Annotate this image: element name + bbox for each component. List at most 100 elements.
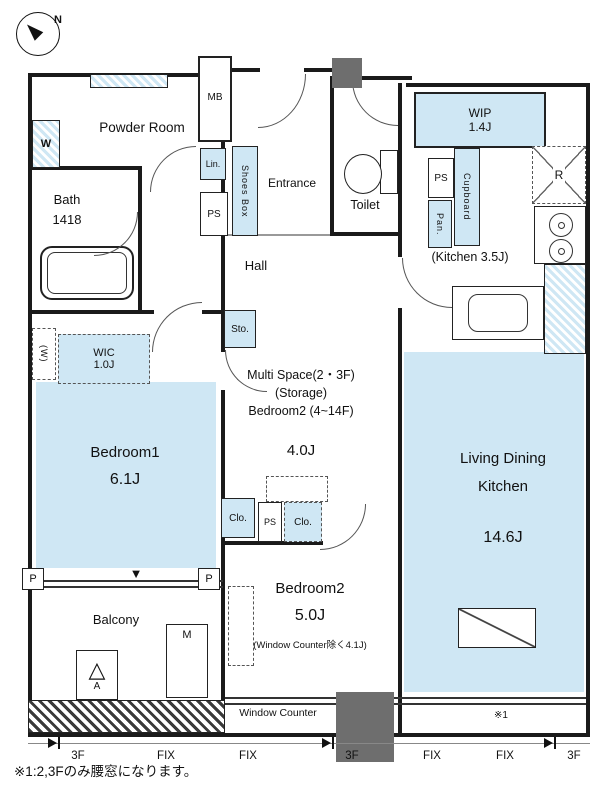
entrance-label: Entrance <box>267 176 317 190</box>
pipe-space-3: PS <box>258 502 282 542</box>
kitchen-island <box>452 286 544 340</box>
ps-label-1: PS <box>207 208 221 220</box>
wall-segment <box>221 390 225 737</box>
meter-box: MB <box>198 56 232 142</box>
wall-segment <box>398 308 402 737</box>
door-arc <box>258 74 306 128</box>
storage-box: Sto. <box>224 310 256 348</box>
tv-board <box>458 608 536 648</box>
bedroom1-size-label: 6.1J <box>109 471 141 488</box>
multi-space-label-3: Bedroom2 (4~14F) <box>248 404 354 418</box>
refrigerator-space: R <box>532 146 586 204</box>
wip-label: WIP <box>468 106 492 120</box>
refrigerator-label: R <box>552 168 566 182</box>
cupboard-box: Cupboard <box>454 148 480 246</box>
kitchen-counter <box>544 264 586 354</box>
kitchen-label: (Kitchen 3.5J) <box>431 250 509 264</box>
entry-direction-marker: ▼ <box>129 566 143 581</box>
clo1-label: Clo. <box>229 512 247 524</box>
dimension-tick <box>58 737 60 749</box>
evacuation-hatch: △ A <box>76 650 118 700</box>
powder-room-label: Powder Room <box>99 120 185 135</box>
bedroom2-note-label: (Window Counter除く4.1J) <box>253 640 367 651</box>
meter-unit: M <box>166 624 208 698</box>
hatch-triangle-icon: △ <box>88 656 106 682</box>
bedroom2-label: Bedroom2 <box>275 580 345 597</box>
cupboard-label: Cupboard <box>462 173 472 221</box>
pillar <box>336 692 394 762</box>
wall-segment <box>28 166 142 170</box>
window-glass <box>90 74 168 88</box>
burner-icon <box>549 213 573 237</box>
footnote: ※1:2,3Fのみ腰窓になります。 <box>14 764 198 779</box>
wall-segment <box>221 541 323 545</box>
closet-1: Clo. <box>221 498 255 538</box>
wall-segment <box>330 76 334 236</box>
shoes-box-label: Shoes Box <box>240 164 250 218</box>
door-arc <box>152 302 202 352</box>
wall-segment <box>221 138 225 352</box>
balcony-label: Balcony <box>92 612 140 627</box>
pole-right: P <box>198 568 220 590</box>
wall-segment <box>398 83 402 257</box>
wic-label: WIC <box>93 347 115 359</box>
window-counter-label: Window Counter <box>239 707 317 719</box>
wall-segment <box>330 76 412 80</box>
bottom-label-fix-3: FIX <box>423 750 441 762</box>
sink <box>468 294 528 332</box>
shoes-box: Shoes Box <box>232 146 258 236</box>
wall-segment <box>138 166 142 314</box>
ps-label-2: PS <box>434 172 448 184</box>
washer-space: W <box>32 120 60 168</box>
balcony-parapet <box>28 700 225 733</box>
p-left-label: P <box>29 573 37 585</box>
wall-segment <box>330 232 402 236</box>
window-line <box>30 586 223 588</box>
linen-label: Lin. <box>205 159 221 169</box>
pipe-space-2: PS <box>428 158 454 198</box>
dimension-tick <box>332 737 334 749</box>
wip-closet: WIP 1.4J <box>414 92 546 148</box>
ps-label-3: PS <box>263 517 276 527</box>
wall-segment <box>586 83 590 737</box>
m-marker-label: M <box>182 629 192 641</box>
bathtub-inner <box>47 252 127 294</box>
burner-icon <box>549 239 573 263</box>
ref1-marker: ※1 <box>494 710 508 721</box>
closet-2: Clo. <box>284 502 322 542</box>
dimension-marker-icon <box>544 738 553 748</box>
washer-label: W <box>40 138 52 150</box>
mb-label: MB <box>207 92 223 103</box>
wic-closet: WIC 1.0J <box>58 334 150 384</box>
toilet-label: Toilet <box>350 198 380 212</box>
w-paren-label: (W) <box>39 345 49 363</box>
compass-icon <box>16 12 60 56</box>
wall-segment <box>28 310 154 314</box>
bedroom1-floor <box>36 382 216 568</box>
toilet-tank <box>380 150 398 194</box>
wall-segment <box>230 68 260 72</box>
dashed-storage <box>266 476 328 502</box>
pipe-space-1: PS <box>200 192 228 236</box>
clo2-label: Clo. <box>294 516 312 528</box>
bath-size-label: 1418 <box>52 212 82 227</box>
wall-segment <box>28 733 590 737</box>
wall-segment <box>406 83 590 87</box>
sto-label: Sto. <box>231 323 249 335</box>
door-arc <box>320 504 366 550</box>
pan-label: Pan. <box>435 212 445 236</box>
dimension-marker-icon <box>322 738 331 748</box>
dimension-tick <box>554 737 556 749</box>
bottom-label-fix-4: FIX <box>496 750 514 762</box>
a-marker-label: A <box>93 680 101 692</box>
pillar <box>332 58 362 88</box>
door-arc <box>150 146 196 192</box>
multi-space-size-label: 4.0J <box>286 442 316 459</box>
p-right-label: P <box>205 573 213 585</box>
bottom-label-fix-2: FIX <box>239 750 257 762</box>
bottom-label-3f-1: 3F <box>71 750 85 762</box>
dimension-line <box>28 743 590 744</box>
wall-segment <box>202 310 225 314</box>
dimension-marker-icon <box>48 738 57 748</box>
